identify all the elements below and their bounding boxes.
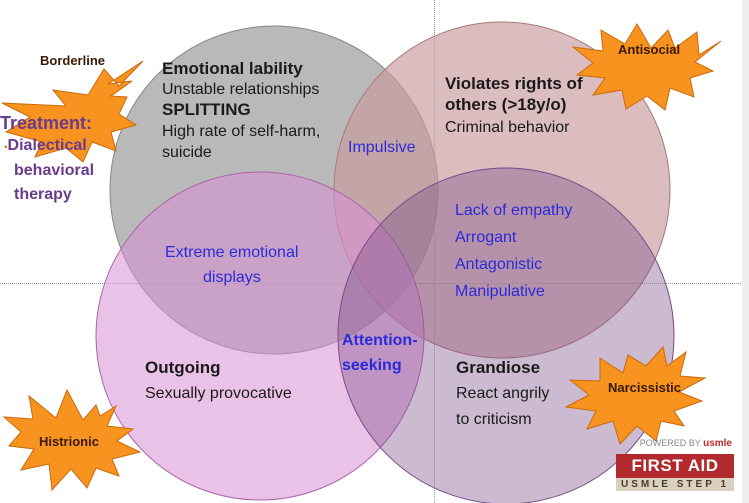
logo-subtitle: USMLE STEP 1 xyxy=(616,478,734,491)
borderline-trait-1: Emotional lability xyxy=(162,59,303,78)
histrionic-circle xyxy=(95,171,425,501)
overlap-emotional-2: displays xyxy=(203,269,261,286)
antisocial-trait-3: Criminal behavior xyxy=(445,119,570,136)
borderline-trait-2: Unstable relationships xyxy=(162,81,320,98)
treatment-line-1: ▪Dialectical xyxy=(4,137,87,154)
narcissistic-trait-2: React angrily xyxy=(456,385,550,402)
antisocial-trait-2: others (>18y/o) xyxy=(445,95,567,114)
histrionic-burst xyxy=(2,388,142,492)
narcissistic-burst xyxy=(564,345,707,445)
histrionic-label: Histrionic xyxy=(39,434,99,449)
histrionic-trait-2: Sexually provocative xyxy=(145,385,292,402)
narcissistic-label: Narcissistic xyxy=(608,380,681,395)
overlap-impulsive: Impulsive xyxy=(348,139,416,156)
borderline-label: Borderline xyxy=(40,53,106,68)
overlap-empathy-2: Arrogant xyxy=(455,229,517,246)
overlap-empathy-3: Antagonistic xyxy=(455,256,543,273)
narcissistic-trait-1: Grandiose xyxy=(456,358,541,377)
antisocial-trait-1: Violates rights of xyxy=(445,74,583,93)
logo-title: FIRST AID xyxy=(616,454,734,478)
overlap-attention-1: Attention- xyxy=(342,332,418,349)
treatment-line-3: therapy xyxy=(14,186,72,203)
treatment-line-2: behavioral xyxy=(14,162,95,179)
treatment-heading: Treatment: xyxy=(0,113,93,133)
borderline-trait-5: suicide xyxy=(162,144,212,161)
borderline-trait-3: SPLITTING xyxy=(162,100,251,119)
overlap-empathy-4: Manipulative xyxy=(455,283,545,300)
narcissistic-circle xyxy=(337,167,675,503)
narcissistic-trait-3: to criticism xyxy=(456,411,532,428)
borderline-trait-4: High rate of self-harm, xyxy=(162,123,321,140)
histrionic-trait-1: Outgoing xyxy=(145,358,221,377)
logo-powered-by: POWERED BY usmle xyxy=(639,438,732,449)
first-aid-logo: POWERED BY usmle FIRST AID USMLE STEP 1 xyxy=(612,438,738,494)
right-edge-panel xyxy=(742,0,749,503)
overlap-empathy-1: Lack of empathy xyxy=(455,202,573,219)
antisocial-label: Antisocial xyxy=(618,42,681,57)
antisocial-burst xyxy=(571,23,722,111)
bullet-icon: ▪ xyxy=(4,142,8,153)
overlap-emotional-1: Extreme emotional xyxy=(165,244,299,261)
overlap-attention-2: seeking xyxy=(342,357,402,374)
borderline-burst xyxy=(1,60,144,163)
